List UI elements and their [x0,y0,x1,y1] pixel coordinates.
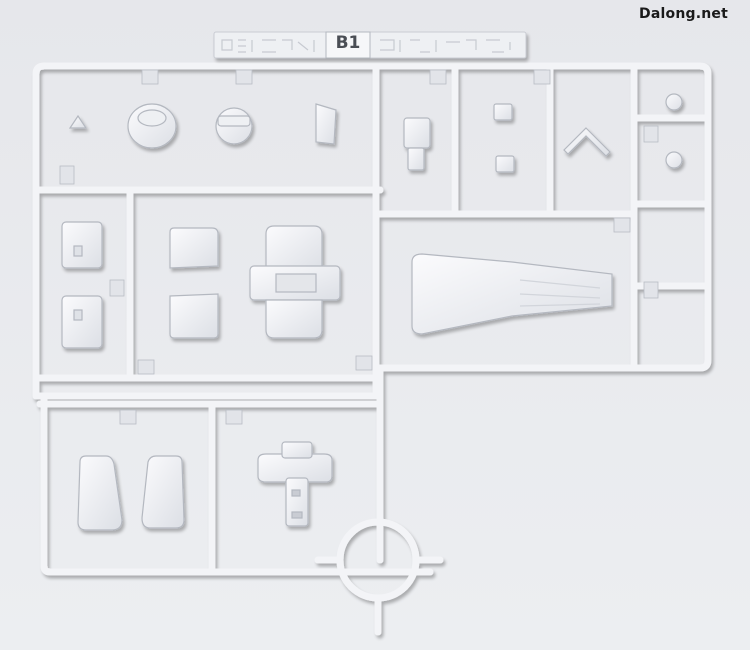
sprue-frame [32,62,712,636]
parts [61,93,683,531]
runner-label: B1 [335,33,361,53]
label-strip [213,31,527,59]
watermark-text: Dalong.net [639,6,728,22]
sprue-gates [59,69,659,425]
